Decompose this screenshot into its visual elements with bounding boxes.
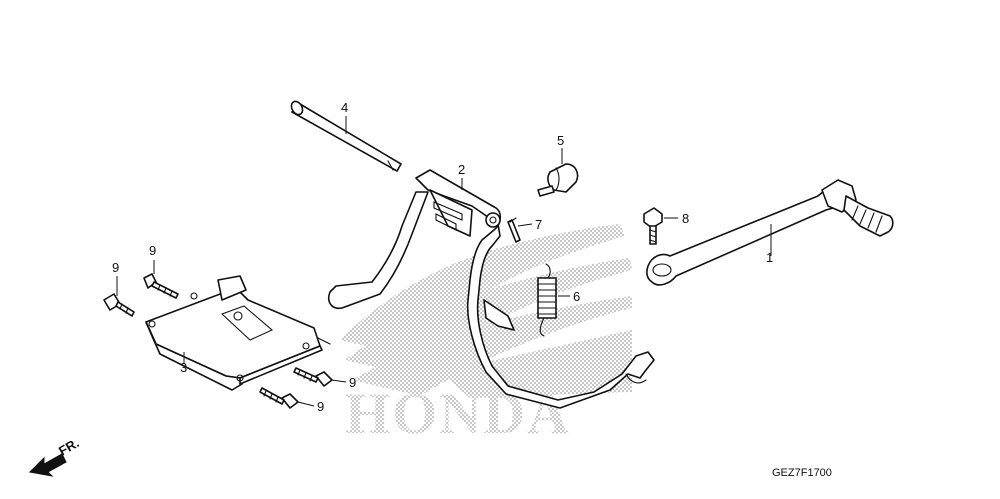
kick-arm-bolt	[643, 207, 663, 245]
kick-starter-arm	[646, 179, 894, 286]
flange-bolt-upper-left	[143, 273, 179, 299]
callout-3: 3	[180, 360, 187, 375]
cotter-pin	[507, 217, 521, 243]
callout-4: 4	[341, 100, 348, 115]
callout-8: 8	[682, 211, 689, 226]
callout-leaders	[116, 116, 772, 407]
flange-bolt-bottom	[259, 387, 299, 409]
stopper-rubber	[537, 163, 579, 197]
callout-9-right: 9	[349, 375, 356, 390]
flange-bolt-lower-right	[293, 367, 333, 387]
stand-bracket	[145, 275, 331, 391]
callout-5: 5	[557, 133, 564, 148]
callout-7: 7	[535, 217, 542, 232]
callout-2: 2	[458, 162, 465, 177]
callout-9-left: 9	[112, 260, 119, 275]
drawing-code: GEZ7F1700	[772, 467, 832, 479]
return-spring	[537, 263, 557, 337]
pivot-shaft	[290, 100, 402, 172]
callout-9-upper: 9	[149, 243, 156, 258]
callout-labels: 1 2 3 4 5 6 7 8 9 9 9 9	[112, 100, 773, 414]
callout-9-bottom: 9	[317, 399, 324, 414]
front-direction-indicator: FR.	[28, 435, 82, 477]
callout-1: 1	[766, 250, 773, 265]
main-stand	[327, 169, 655, 409]
flange-bolt-left	[103, 293, 135, 317]
front-arrow-icon	[28, 453, 67, 477]
callout-6: 6	[573, 289, 580, 304]
honda-watermark-text: HONDA	[345, 381, 571, 446]
